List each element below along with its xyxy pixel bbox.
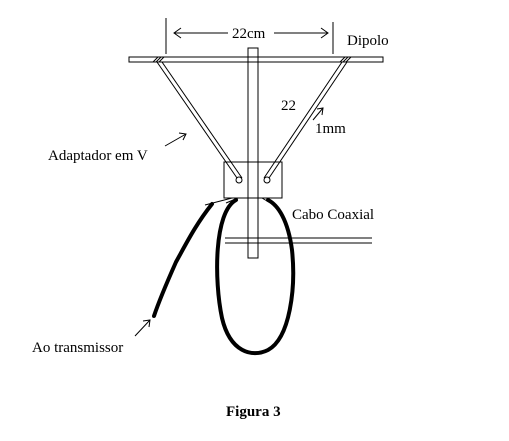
figure-caption: Figura 3 bbox=[226, 404, 281, 420]
coax-horizontal bbox=[225, 237, 372, 244]
coax-loop bbox=[215, 198, 296, 356]
v-wire-right bbox=[263, 61, 348, 179]
wire-length-label: 22 bbox=[281, 98, 296, 114]
dipole-label: Dipolo bbox=[347, 33, 389, 49]
dipole-bar bbox=[128, 56, 384, 63]
v-adapter-label: Adaptador em V bbox=[48, 148, 148, 164]
feed-point-right bbox=[339, 56, 352, 63]
terminal-left bbox=[235, 176, 243, 184]
wire-diameter-arrow bbox=[312, 107, 324, 121]
dimension-marker bbox=[165, 18, 334, 54]
feed-point-left bbox=[152, 56, 165, 63]
connector-box bbox=[223, 161, 283, 199]
transmitter-cable bbox=[152, 202, 214, 318]
terminal-right bbox=[263, 176, 271, 184]
v-adapter-arrow bbox=[164, 132, 187, 147]
transmitter-arrow bbox=[134, 319, 151, 337]
coax-label: Cabo Coaxial bbox=[292, 207, 374, 223]
mast-through-box bbox=[247, 161, 259, 199]
v-wire-left bbox=[156, 61, 243, 179]
cable-links bbox=[204, 197, 273, 206]
dimension-label: 22cm bbox=[232, 26, 266, 42]
mast bbox=[247, 47, 259, 259]
wire-diameter-label: 1mm bbox=[315, 121, 346, 137]
transmitter-label: Ao transmissor bbox=[32, 340, 123, 356]
